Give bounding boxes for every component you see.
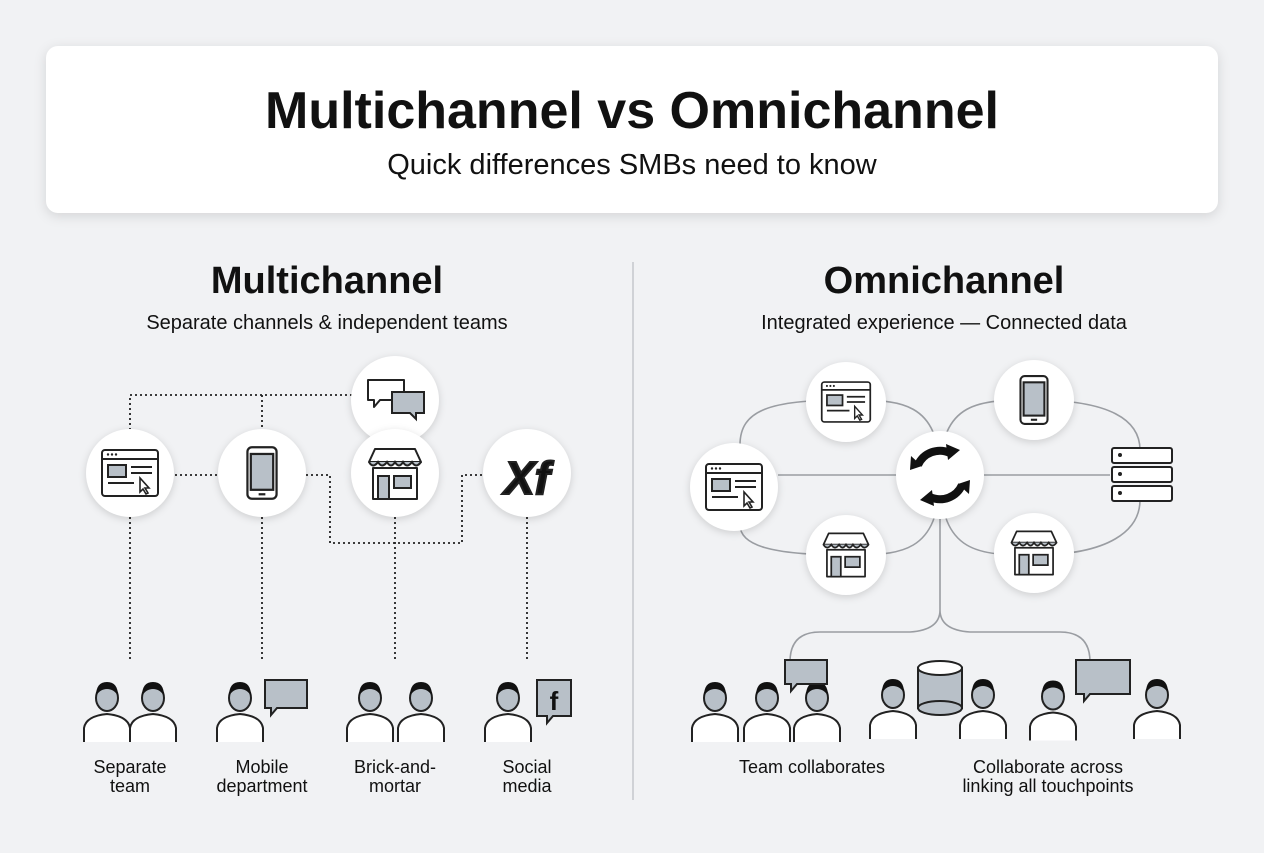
facebook-icon (536, 679, 572, 726)
team-label: Team collaborates (739, 757, 885, 777)
team-brick (346, 681, 445, 742)
multichannel-subheading: Separate channels & independent teams (146, 312, 507, 334)
multichannel-heading: Multichannel (211, 260, 443, 302)
page-title: Multichannel vs Omnichannel (265, 82, 999, 140)
omni-mobile (994, 360, 1074, 440)
channel-chat (351, 356, 439, 444)
omnichannel-subheading: Integrated experience — Connected data (761, 312, 1128, 334)
omni-website-2 (806, 362, 886, 442)
page-subtitle: Quick differences SMBs need to know (387, 149, 878, 181)
team-label: Separate (93, 757, 166, 777)
team-presentation (1028, 659, 1182, 742)
channel-mobile (218, 429, 306, 517)
message-icon (784, 659, 828, 694)
store-icon (1010, 530, 1058, 576)
team-label: Collaborate across (973, 757, 1123, 777)
store-icon (822, 532, 870, 578)
team-separate (83, 681, 177, 742)
social-icon: Xf (501, 452, 555, 504)
team-label: Mobile (235, 757, 288, 777)
team-label: Brick-and- (354, 757, 436, 777)
chart-bubble-icon (1075, 659, 1131, 704)
team-label: mortar (369, 776, 421, 796)
database-icon (917, 660, 963, 716)
team-label: media (502, 776, 552, 796)
sync-icon (914, 446, 966, 504)
store-icon (368, 448, 422, 500)
website-icon (705, 463, 763, 511)
omni-hub (896, 431, 984, 519)
svg-text:f: f (550, 686, 559, 716)
team-mobile (216, 679, 308, 742)
multichannel-connectors (129, 394, 528, 660)
mobile-icon (246, 446, 278, 500)
channel-website (86, 429, 174, 517)
mobile-icon (1019, 375, 1049, 425)
team-collaborates (691, 659, 841, 742)
omni-store (806, 515, 886, 595)
channel-social: Xf (483, 429, 571, 517)
message-icon (264, 679, 308, 718)
team-label: department (216, 776, 307, 796)
team-label: team (110, 776, 150, 796)
chat-icon (367, 379, 425, 422)
server-icon (1111, 447, 1173, 502)
omni-website (690, 443, 778, 531)
omnichannel-heading: Omnichannel (824, 260, 1065, 302)
team-label: Social (502, 757, 551, 777)
omni-store-2 (994, 513, 1074, 593)
team-social: f (484, 679, 572, 742)
channel-store (351, 429, 439, 517)
header-card (46, 46, 1218, 213)
team-label: linking all touchpoints (962, 776, 1133, 796)
website-icon (820, 381, 872, 423)
website-icon (101, 449, 159, 497)
team-handshake (868, 660, 1008, 741)
